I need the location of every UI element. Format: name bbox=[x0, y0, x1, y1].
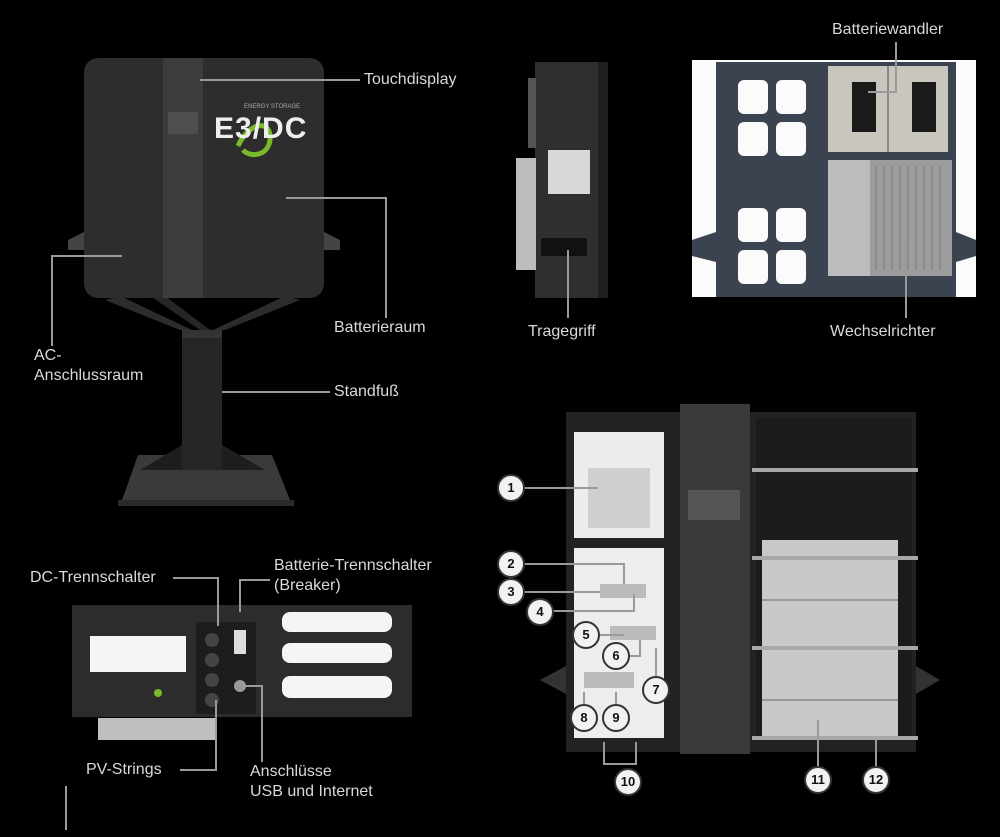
callout-2: 2 bbox=[497, 550, 525, 578]
label-batterieraum: Batterieraum bbox=[334, 319, 426, 336]
callout-6: 6 bbox=[602, 642, 630, 670]
callout-8: 8 bbox=[570, 704, 598, 732]
label-ac-anschlussraum: AC- Anschlussraum bbox=[34, 347, 144, 384]
label-pv-strings: PV-Strings bbox=[86, 761, 162, 778]
callout-1: 1 bbox=[497, 474, 525, 502]
storage-unit-front bbox=[68, 58, 340, 506]
storage-unit-inside bbox=[692, 60, 976, 297]
callout-4: 4 bbox=[526, 598, 554, 626]
label-touchdisplay: Touchdisplay bbox=[364, 71, 457, 88]
connection-panel bbox=[72, 605, 412, 740]
callout-12: 12 bbox=[862, 766, 890, 794]
cabinet-open bbox=[540, 404, 940, 754]
storage-unit-side bbox=[516, 62, 608, 298]
label-wechselrichter: Wechselrichter bbox=[830, 323, 936, 340]
label-batteriewandler: Batteriewandler bbox=[832, 21, 944, 38]
callout-11: 11 bbox=[804, 766, 832, 794]
label-batterie-trennschalter: Batterie-Trennschalter (Breaker) bbox=[274, 557, 432, 594]
callout-9: 9 bbox=[602, 704, 630, 732]
callout-10: 10 bbox=[614, 768, 642, 796]
label-tragegriff: Tragegriff bbox=[528, 323, 596, 340]
label-dc-trennschalter: DC-Trennschalter bbox=[30, 569, 156, 586]
leader-lines bbox=[51, 42, 907, 830]
brand-logo: E3/DC bbox=[214, 112, 308, 145]
brand-tagline: ENERGY STORAGE bbox=[244, 104, 301, 110]
label-standfuss: Standfuß bbox=[334, 383, 399, 400]
callout-7: 7 bbox=[642, 676, 670, 704]
label-anschluesse: Anschlüsse USB und Internet bbox=[250, 763, 373, 800]
callout-5: 5 bbox=[572, 621, 600, 649]
callout-3: 3 bbox=[497, 578, 525, 606]
